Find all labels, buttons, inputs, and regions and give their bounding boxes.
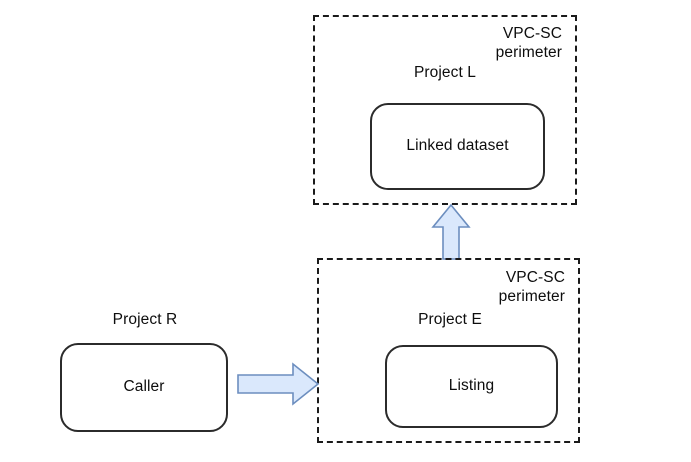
vpcsc-label-project-e-line1: VPC-SC (505, 269, 565, 286)
node-linked-dataset-label: Linked dataset (406, 137, 509, 155)
vpcsc-perimeter-project-l (313, 15, 577, 205)
vpcsc-label-project-e-line2: perimeter (498, 288, 565, 305)
vpcsc-perimeter-project-e (317, 258, 580, 443)
node-linked-dataset[interactable]: Linked dataset (370, 103, 545, 190)
vpcsc-label-project-l-line2: perimeter (495, 44, 562, 61)
arrow-caller-to-listing-icon (237, 362, 320, 406)
node-listing[interactable]: Listing (385, 345, 558, 428)
vpcsc-label-project-l-line1: VPC-SC (502, 25, 562, 42)
node-caller-label: Caller (123, 378, 165, 396)
arrow-listing-to-linked-dataset-icon (431, 203, 471, 260)
node-listing-label: Listing (448, 377, 495, 395)
project-label-l: Project L (413, 64, 477, 81)
project-label-e: Project E (418, 311, 482, 328)
node-caller[interactable]: Caller (60, 343, 228, 432)
project-label-r: Project R (112, 311, 178, 328)
